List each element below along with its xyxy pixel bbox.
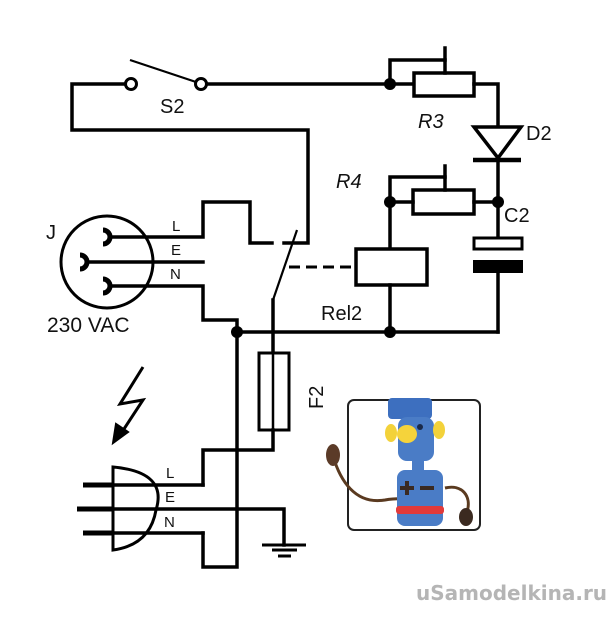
socket-label-n: N [170, 266, 181, 283]
wire-r3-d2 [472, 82, 500, 129]
junction-dot [492, 196, 504, 208]
watermark: uSamodelkina.ru [416, 581, 606, 605]
socket-j: L E N J 230 VAC [46, 200, 274, 337]
s2-contact-right [194, 77, 208, 91]
c2-label: C2 [504, 205, 530, 227]
relay-rel2: Rel2 [289, 200, 429, 334]
d2-triangle [470, 125, 525, 161]
mascot-ear-left [385, 424, 397, 442]
plug-label-e: E [165, 489, 175, 506]
s2-label: S2 [160, 96, 184, 118]
d2-label: D2 [526, 123, 552, 145]
voltage-label: 230 VAC [47, 314, 130, 337]
capacitor-c2: C2 [472, 205, 530, 334]
r3-wiper-link [388, 58, 447, 86]
plug: L E N [77, 465, 286, 552]
resistor-r3: R3 [388, 46, 500, 133]
mascot-neck [412, 461, 424, 471]
socket-label-e: E [171, 242, 181, 259]
fuse-f2: F2 [201, 351, 328, 487]
r3-label: R3 [418, 111, 444, 133]
plug-label-l: L [166, 465, 174, 482]
s2-contact-left [124, 77, 138, 91]
wire-socket-n [108, 284, 239, 334]
mascot-plug-left [326, 444, 340, 466]
r4-wiper-link [388, 175, 447, 204]
ground-icon [262, 543, 306, 558]
relay-coil [354, 247, 429, 287]
c2-plate-positive [472, 236, 524, 251]
resistor-r4: R4 [336, 164, 504, 216]
wire-plug-e [111, 507, 286, 547]
wire-socket-l [108, 200, 274, 245]
mascot-hat [388, 398, 432, 419]
wire-s2-return [70, 82, 310, 245]
s2-lever [129, 58, 197, 84]
rel2-label: Rel2 [321, 303, 362, 325]
socket-ref-label: J [46, 222, 56, 244]
robot-mascot-image [326, 398, 481, 531]
mascot-ear-right [433, 421, 445, 439]
r4-body [411, 188, 476, 216]
mascot-plus-v [405, 481, 409, 495]
relay-contact [271, 229, 299, 354]
mascot-eye [417, 424, 423, 430]
mascot-cable-right [444, 485, 470, 513]
diode-d2: D2 [470, 123, 552, 239]
r4-label: R4 [336, 171, 362, 193]
r3-body [412, 71, 476, 98]
junction-dot [384, 326, 396, 338]
f2-label: F2 [306, 386, 328, 409]
c2-plate-negative [473, 260, 523, 273]
mascot-nose [397, 425, 417, 443]
relay-contact-blade [271, 229, 299, 301]
lightning-warning-icon [111, 366, 147, 446]
mascot-minus [420, 486, 434, 490]
mascot-plug-right [459, 508, 473, 526]
plug-label-n: N [164, 514, 175, 531]
wire-n-down [201, 330, 239, 569]
mascot-belt [396, 506, 444, 514]
mascot-body [397, 470, 443, 526]
socket-label-l: L [172, 218, 180, 235]
switch-s2: S2 [70, 58, 310, 245]
